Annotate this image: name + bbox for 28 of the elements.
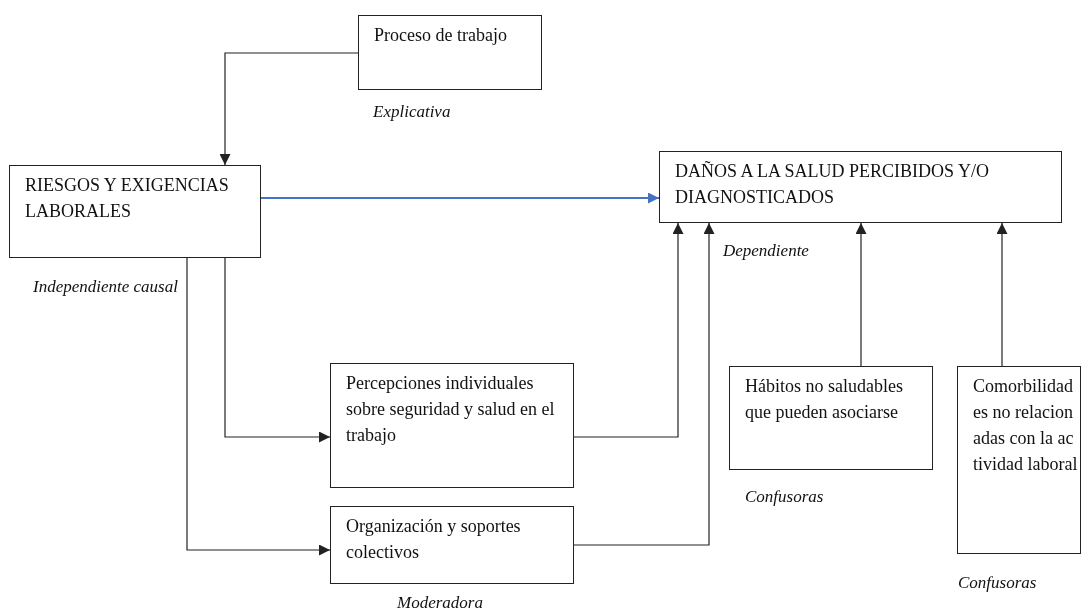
box-label: Proceso de trabajo [374, 24, 508, 47]
box-label: Hábitos no saludables que pueden asociarse [745, 375, 904, 424]
box-label: DAÑOS A LA SALUD PERCIBIDOS Y/O DIAGNOSTICADOS [675, 160, 990, 209]
variable-box [659, 151, 1062, 223]
arrow [996, 222, 1008, 367]
box-label: Percepciones individuales sobre seguridad y salud en el trabajo [346, 372, 556, 447]
arrow [260, 192, 660, 204]
variable-box [330, 363, 574, 488]
variable-box [957, 366, 1081, 554]
arrow [573, 222, 715, 546]
arrow [224, 257, 331, 443]
box-label: RIESGOS Y EXIGENCIAS LABORALES [25, 174, 230, 223]
box-label: Organización y soportes colectivos [346, 515, 522, 564]
variable-type-label: Moderadora [397, 592, 483, 613]
variable-box [9, 165, 261, 258]
arrow [855, 222, 867, 367]
arrow [186, 257, 331, 556]
variable-box [330, 506, 574, 584]
variable-type-label: Explicativa [373, 101, 451, 123]
variable-box [729, 366, 933, 470]
variable-type-label: Confusoras [958, 572, 1037, 594]
box-label: Comorbilidades no relacionadas con la actividad laboral [973, 375, 1078, 476]
variable-type-label: Independiente causal [33, 276, 179, 298]
variable-type-label: Confusoras [745, 486, 824, 508]
variable-type-label: Dependiente [723, 240, 809, 262]
variable-box [358, 15, 542, 90]
arrow [573, 222, 684, 438]
arrow [219, 52, 359, 166]
